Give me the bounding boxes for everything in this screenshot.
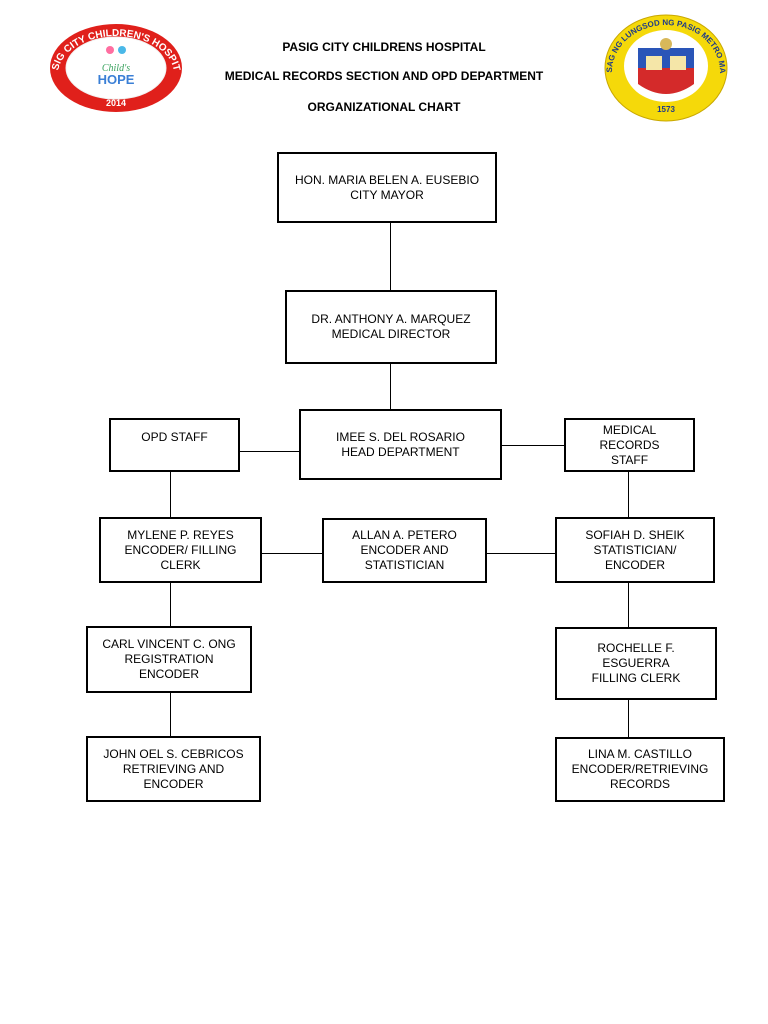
node-medical-records-staff: MEDICAL RECORDS STAFF	[564, 418, 695, 472]
node-name: DR. ANTHONY A. MARQUEZ	[311, 312, 471, 326]
childrens-hospital-logo: PASIG CITY CHILDREN'S HOSPITAL Child's H…	[48, 22, 182, 112]
connector-mayor-director	[390, 222, 391, 291]
right-logo-year: 1573	[657, 105, 675, 114]
node-title-line: RECORDS	[599, 437, 660, 452]
connector-ong-cebricos	[170, 692, 171, 737]
node-name: SOFIAH D. SHEIK	[585, 527, 685, 542]
node-title: OPD STAFF	[141, 430, 208, 444]
node-name: HON. MARIA BELEN A. EUSEBIO	[294, 172, 480, 187]
node-title: ENCODER	[143, 776, 204, 791]
chart-title: ORGANIZATIONAL CHART	[307, 100, 461, 114]
left-logo-center-bottom: HOPE	[98, 72, 135, 87]
node-petero: ALLAN A. PETERO ENCODER AND STATISTICIAN	[322, 518, 487, 583]
node-name: MYLENE P. REYES	[127, 527, 234, 542]
node-opd-staff: OPD STAFF	[109, 418, 240, 472]
node-title: ENCODER	[604, 557, 665, 572]
connector-opd-head	[239, 451, 300, 452]
node-title: REGISTRATION	[124, 652, 214, 666]
node-title: STATISTICIAN	[364, 558, 445, 572]
connector-records-sheik	[628, 471, 629, 518]
node-head-department: IMEE S. DEL ROSARIO HEAD DEPARTMENT	[299, 409, 502, 480]
node-title: FILLING CLERK	[591, 671, 681, 685]
node-ong: CARL VINCENT C. ONG REGISTRATION ENCODER	[86, 626, 252, 693]
node-title: CLERK	[160, 557, 201, 572]
node-name: ALLAN A. PETERO	[352, 528, 457, 542]
hospital-name: PASIG CITY CHILDRENS HOSPITAL	[282, 40, 486, 54]
connector-esguerra-castillo	[628, 699, 629, 738]
node-title: STATISTICIAN/	[593, 542, 677, 557]
node-medical-director: DR. ANTHONY A. MARQUEZ MEDICAL DIRECTOR	[285, 290, 497, 364]
node-esguerra: ROCHELLE F. ESGUERRA FILLING CLERK	[555, 627, 717, 700]
node-name: JOHN OEL S. CEBRICOS	[103, 746, 244, 761]
node-name: CARL VINCENT C. ONG	[102, 637, 236, 651]
connector-reyes-petero	[261, 553, 323, 554]
node-name: LINA M. CASTILLO	[587, 747, 693, 761]
connector-petero-sheik	[486, 553, 556, 554]
pasig-city-seal: SAGISAG NG LUNGSOD NG PASIG METRO MANILA…	[604, 14, 728, 122]
node-title: RECORDS	[609, 777, 670, 791]
node-title: HEAD DEPARTMENT	[341, 444, 460, 459]
node-name: ROCHELLE F.	[597, 641, 675, 655]
connector-opd-reyes	[170, 471, 171, 518]
node-name: ESGUERRA	[602, 656, 670, 670]
node-castillo: LINA M. CASTILLO ENCODER/RETRIEVING RECO…	[555, 737, 725, 802]
node-title: CITY MAYOR	[350, 187, 424, 202]
node-city-mayor: HON. MARIA BELEN A. EUSEBIO CITY MAYOR	[277, 152, 497, 223]
connector-head-records	[501, 445, 565, 446]
section-title: MEDICAL RECORDS SECTION AND OPD DEPARTME…	[224, 69, 544, 83]
node-title: ENCODER AND	[360, 543, 449, 557]
node-title: RETRIEVING AND	[122, 761, 225, 776]
node-title-line: MEDICAL	[602, 422, 657, 437]
node-title: ENCODER	[138, 667, 199, 681]
left-logo-center-top: Child's	[102, 63, 130, 74]
node-sheik: SOFIAH D. SHEIK STATISTICIAN/ ENCODER	[555, 517, 715, 583]
node-reyes: MYLENE P. REYES ENCODER/ FILLING CLERK	[99, 517, 262, 583]
left-logo-year: 2014	[106, 98, 126, 108]
node-title-line: STAFF	[610, 452, 649, 467]
node-title: ENCODER/RETRIEVING	[571, 762, 709, 776]
node-title: MEDICAL DIRECTOR	[331, 327, 451, 341]
node-title: ENCODER/ FILLING	[124, 542, 237, 557]
connector-director-head	[390, 363, 391, 411]
node-cebricos: JOHN OEL S. CEBRICOS RETRIEVING AND ENCO…	[86, 736, 261, 802]
node-name: IMEE S. DEL ROSARIO	[336, 429, 465, 444]
connector-reyes-ong	[170, 582, 171, 627]
connector-sheik-esguerra	[628, 582, 629, 628]
